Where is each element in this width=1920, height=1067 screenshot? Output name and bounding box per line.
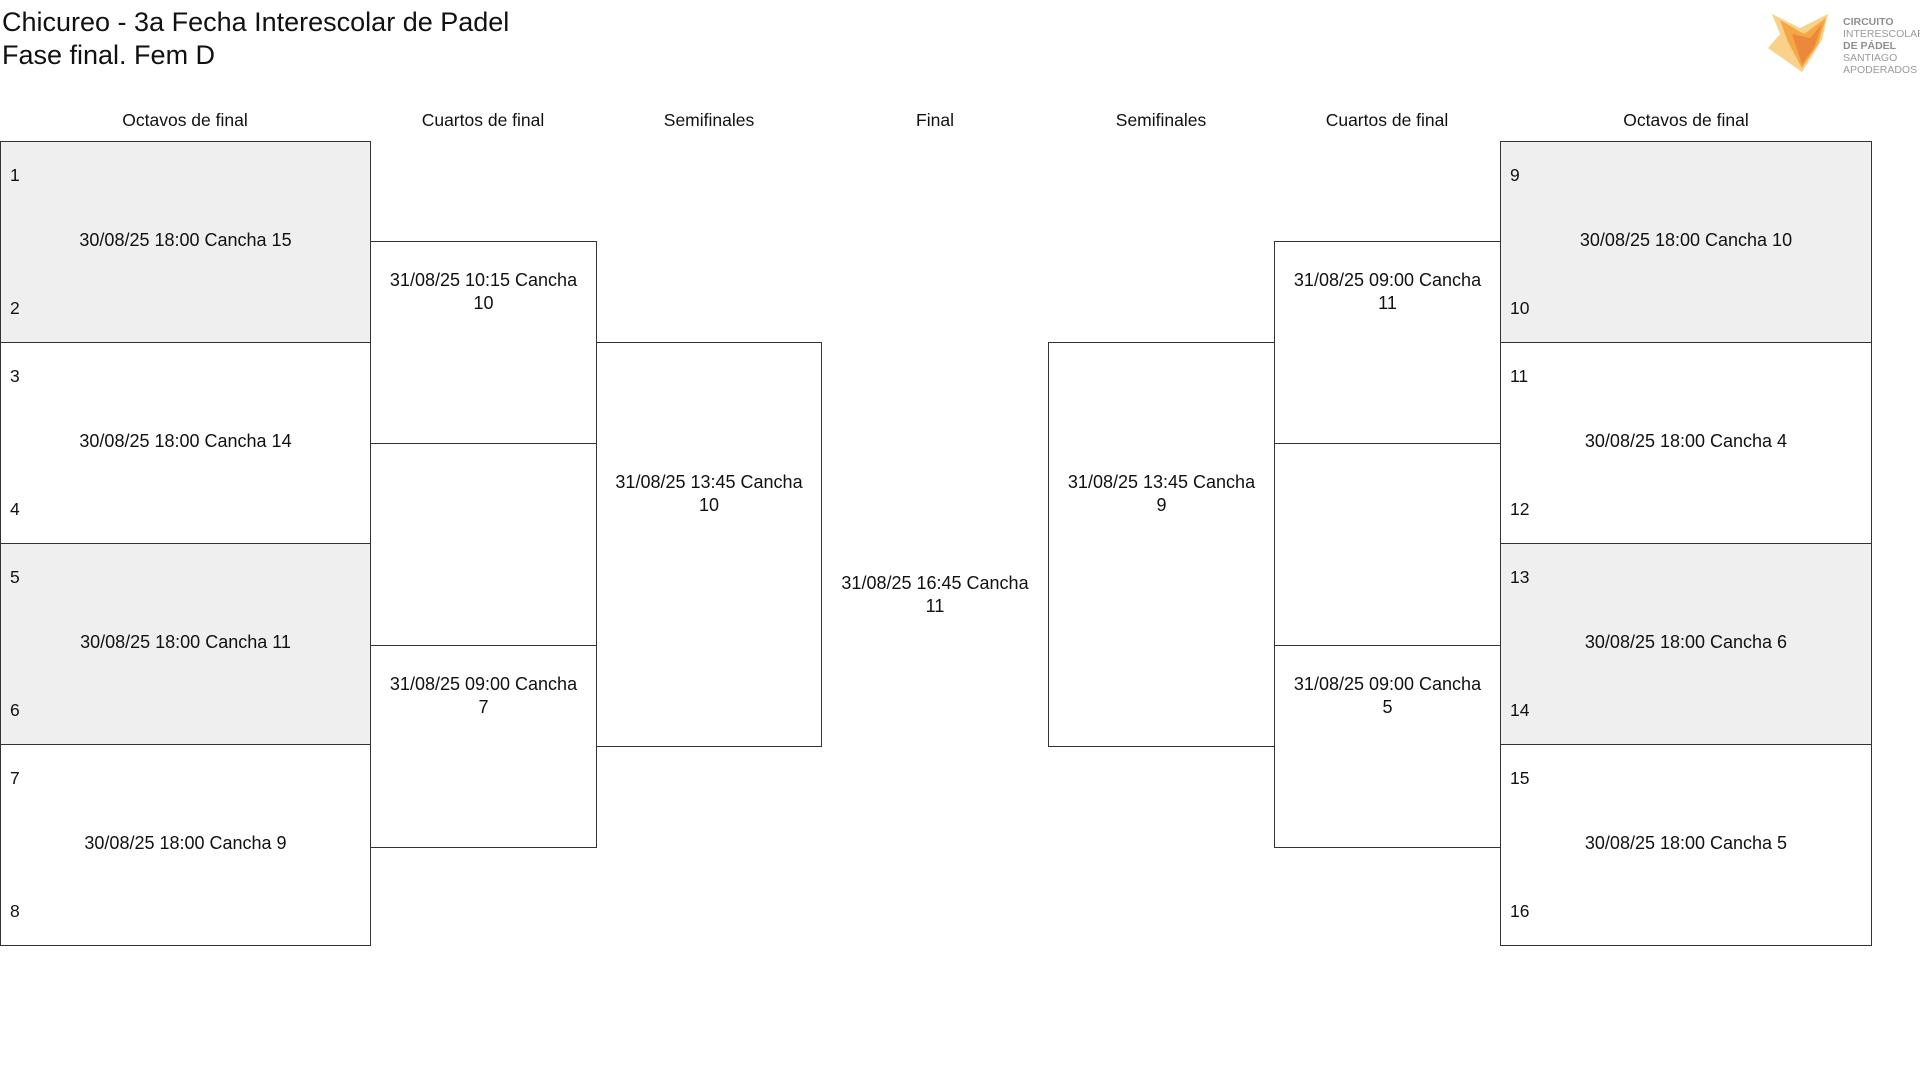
seed-number: 12 [1510, 499, 1530, 519]
seed-number: 15 [1510, 768, 1530, 788]
match-box-r16[interactable]: 5 30/08/25 18:00 Cancha 11 6 [0, 543, 371, 745]
seed-number: 1 [10, 165, 20, 185]
match-box-sf[interactable]: 31/08/25 13:45 Cancha 10 [596, 342, 822, 747]
logo-line: DE PÁDEL [1843, 40, 1897, 52]
page-title: Chicureo - 3a Fecha Interescolar de Pade… [2, 7, 510, 37]
match-info-line1: 31/08/25 09:00 Cancha [1293, 674, 1482, 694]
match-info-line2: 11 [925, 596, 945, 616]
match-info-line2: 5 [1382, 697, 1393, 717]
column-header-right-r16: Octavos de final [1623, 110, 1749, 130]
seed-number: 6 [10, 700, 20, 720]
match-info-line1: 31/08/25 13:45 Cancha [1067, 472, 1256, 492]
column-header-left-r16: Octavos de final [122, 110, 248, 130]
seed-number: 2 [10, 298, 20, 318]
match-box-r16[interactable]: 1 30/08/25 18:00 Cancha 15 2 [0, 141, 371, 343]
match-info-line2: 11 [1378, 293, 1397, 313]
seed-number: 16 [1510, 901, 1530, 921]
match-box-r16[interactable]: 9 30/08/25 18:00 Cancha 10 10 [1500, 141, 1872, 343]
seed-number: 9 [1510, 165, 1520, 185]
match-info: 30/08/25 18:00 Cancha 5 [1584, 833, 1788, 853]
circuit-logo-icon [1768, 14, 1828, 72]
match-info: 30/08/25 18:00 Cancha 15 [79, 230, 292, 250]
match-info: 30/08/25 18:00 Cancha 6 [1584, 632, 1788, 652]
column-header-final: Final [916, 110, 954, 130]
match-info-line2: 10 [698, 495, 720, 515]
page-subtitle: Fase final. Fem D [2, 40, 216, 70]
logo-line: SANTIAGO [1843, 52, 1898, 64]
seed-number: 14 [1510, 700, 1530, 720]
match-box-r16[interactable]: 11 30/08/25 18:00 Cancha 4 12 [1500, 342, 1872, 544]
match-info: 30/08/25 18:00 Cancha 10 [1579, 230, 1793, 250]
seed-number: 5 [10, 567, 20, 587]
seed-number: 3 [10, 366, 20, 386]
match-info-line2: 9 [1156, 495, 1167, 515]
match-info: 30/08/25 18:00 Cancha 11 [80, 632, 291, 652]
match-info: 30/08/25 18:00 Cancha 4 [1584, 431, 1788, 451]
column-header-left-sf: Semifinales [663, 110, 755, 130]
match-box-final[interactable]: 31/08/25 16:45 Cancha 11 [822, 570, 1048, 630]
match-info-line1: 31/08/25 16:45 Cancha [841, 573, 1029, 593]
match-box-r16[interactable]: 13 30/08/25 18:00 Cancha 6 14 [1500, 543, 1872, 745]
match-info-line2: 7 [478, 697, 489, 717]
seed-number: 4 [10, 499, 20, 519]
match-box-qf[interactable]: 31/08/25 10:15 Cancha 10 [370, 241, 597, 444]
match-box-qf[interactable]: 31/08/25 09:00 Cancha 7 [370, 645, 597, 848]
column-header-left-qf: Cuartos de final [421, 110, 545, 130]
logo-line: INTERESCOLAR [1843, 28, 1920, 40]
logo-text: CIRCUITO INTERESCOLAR DE PÁDEL SANTIAGO … [1843, 16, 1920, 76]
match-info-line1: 31/08/25 09:00 Cancha [1293, 270, 1482, 290]
seed-number: 13 [1510, 567, 1530, 587]
column-header-right-qf: Cuartos de final [1325, 110, 1449, 130]
match-box-qf[interactable]: 31/08/25 09:00 Cancha 5 [1274, 645, 1501, 848]
seed-number: 8 [10, 901, 20, 921]
match-info-line1: 31/08/25 13:45 Cancha [615, 472, 803, 492]
match-info-line2: 10 [473, 293, 494, 313]
seed-number: 11 [1510, 366, 1529, 386]
match-info-line1: 31/08/25 10:15 Cancha [389, 270, 578, 290]
match-info: 30/08/25 18:00 Cancha 9 [84, 833, 287, 853]
logo-line: APODERADOS [1843, 64, 1918, 76]
match-box-r16[interactable]: 7 30/08/25 18:00 Cancha 9 8 [0, 744, 371, 946]
match-box-qf[interactable]: 31/08/25 09:00 Cancha 11 [1274, 241, 1501, 444]
logo-line: CIRCUITO [1843, 16, 1894, 28]
match-box-sf[interactable]: 31/08/25 13:45 Cancha 9 [1048, 342, 1275, 747]
column-header-right-sf: Semifinales [1115, 110, 1207, 130]
seed-number: 7 [10, 768, 20, 788]
match-box-r16[interactable]: 3 30/08/25 18:00 Cancha 14 4 [0, 342, 371, 544]
seed-number: 10 [1510, 298, 1530, 318]
match-info-line1: 31/08/25 09:00 Cancha [389, 674, 578, 694]
match-box-r16[interactable]: 15 30/08/25 18:00 Cancha 5 16 [1500, 744, 1872, 946]
match-info: 30/08/25 18:00 Cancha 14 [79, 431, 292, 451]
